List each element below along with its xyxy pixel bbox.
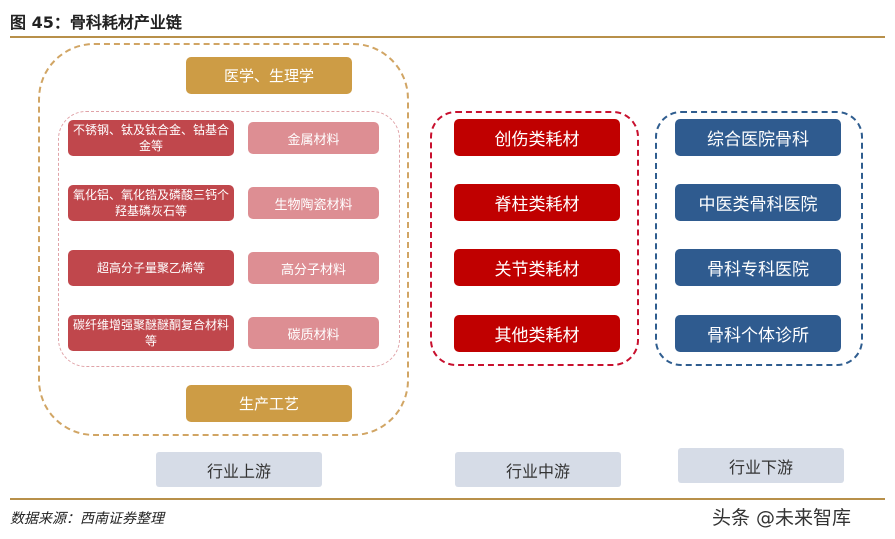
ceramic-source-box: 氧化铝、氧化锆及磷酸三钙个羟基磷灰石等	[68, 185, 234, 221]
general-hospital-orthopedics-box: 综合医院骨科	[675, 119, 841, 156]
trauma-consumables-box: 创伤类耗材	[454, 119, 620, 156]
materials-group	[58, 111, 400, 367]
stage-upstream-label: 行业上游	[156, 452, 322, 487]
polymer-material-box: 高分子材料	[248, 252, 379, 284]
watermark: 头条 @未来智库	[712, 507, 852, 529]
bioceramic-material-box: 生物陶瓷材料	[248, 187, 379, 219]
medicine-physiology-box: 医学、生理学	[186, 57, 352, 94]
data-source: 数据来源：西南证券整理	[10, 511, 164, 527]
bottom-rule	[10, 498, 885, 500]
other-consumables-box: 其他类耗材	[454, 315, 620, 352]
spine-consumables-box: 脊柱类耗材	[454, 184, 620, 221]
carbon-source-box: 碳纤维增强聚醚醚酮复合材料等	[68, 315, 234, 351]
orthopedic-specialty-hospital-box: 骨科专科医院	[675, 249, 841, 286]
tcm-orthopedic-hospital-box: 中医类骨科医院	[675, 184, 841, 221]
midstream-group	[430, 111, 639, 366]
metal-source-box: 不锈钢、钛及钛合金、钴基合金等	[68, 120, 234, 156]
polymer-source-box: 超高分子量聚乙烯等	[68, 250, 234, 286]
carbon-material-box: 碳质材料	[248, 317, 379, 349]
upstream-group	[38, 43, 409, 436]
downstream-group	[655, 111, 863, 366]
joint-consumables-box: 关节类耗材	[454, 249, 620, 286]
figure-title: 图 45：骨科耗材产业链	[10, 13, 182, 32]
orthopedic-private-clinic-box: 骨科个体诊所	[675, 315, 841, 352]
production-process-box: 生产工艺	[186, 385, 352, 422]
stage-midstream-label: 行业中游	[455, 452, 621, 487]
top-rule	[10, 36, 885, 38]
metal-material-box: 金属材料	[248, 122, 379, 154]
stage-downstream-label: 行业下游	[678, 448, 844, 483]
